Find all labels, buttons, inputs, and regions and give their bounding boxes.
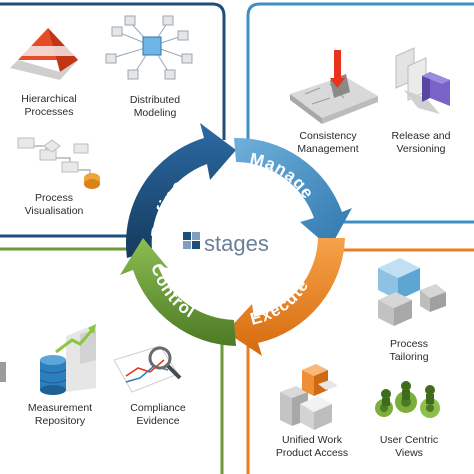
label-line: Evidence [136, 415, 180, 427]
magnifier-chart-icon [113, 345, 182, 393]
cycle-arrow-define [126, 123, 236, 258]
label-line: Process [35, 192, 73, 204]
label-measurement-repository: Measurement Repository [20, 402, 100, 428]
label-process-tailoring: Process Tailoring [372, 338, 446, 364]
cycle-arrow-manage [234, 137, 352, 248]
label-unified-work-product-access: Unified Work Product Access [266, 434, 358, 460]
documents-icon [395, 47, 450, 114]
cycle-arrow-control [120, 238, 236, 346]
control-quadrant-frame [0, 247, 224, 474]
label-line: Release and [391, 130, 451, 142]
network-icon [105, 15, 193, 80]
puzzle-icon [290, 50, 378, 124]
manage-quadrant-frame [246, 2, 474, 224]
label-line: Visualisation [24, 205, 84, 217]
label-user-centric-views: User Centric Views [372, 434, 446, 460]
blocks-icon [280, 364, 338, 430]
label-line: Modeling [133, 107, 177, 119]
label-line: Distributed [129, 94, 181, 106]
label-line: Tailoring [389, 351, 429, 363]
label-hierarchical-processes: Hierarchical Processes [12, 93, 86, 119]
execute-quadrant-frame [246, 248, 474, 474]
stages-logo: stages [183, 231, 269, 256]
label-line: Process [390, 338, 428, 350]
label-line: Unified Work [282, 434, 342, 446]
label-line: Measurement [27, 402, 93, 414]
cubes-icon [378, 258, 446, 326]
pyramid-icon [10, 28, 78, 80]
label-line: Product Access [275, 447, 349, 459]
label-line: Processes [24, 106, 74, 118]
label-line: Views [395, 447, 423, 459]
label-consistency-management: Consistency Management [288, 130, 368, 156]
gears-icon [375, 381, 440, 418]
label-distributed-modeling: Distributed Modeling [118, 94, 192, 120]
stages-logo-mark-icon [183, 232, 200, 249]
label-line: Hierarchical [21, 93, 77, 105]
flowchart-icon [17, 137, 100, 189]
label-line: Versioning [396, 143, 446, 155]
label-line: User Centric [379, 434, 439, 446]
database-icon [0, 324, 96, 395]
define-quadrant-frame [0, 2, 226, 238]
label-compliance-evidence: Compliance Evidence [120, 402, 196, 428]
label-line: Consistency [299, 130, 357, 142]
label-line: Compliance [130, 402, 186, 414]
cycle-arrow-execute [226, 238, 345, 356]
stages-logo-text: stages [204, 231, 269, 256]
label-process-visualisation: Process Visualisation [16, 192, 92, 218]
label-line: Management [297, 143, 359, 155]
label-release-versioning: Release and Versioning [384, 130, 458, 156]
label-line: Repository [34, 415, 86, 427]
